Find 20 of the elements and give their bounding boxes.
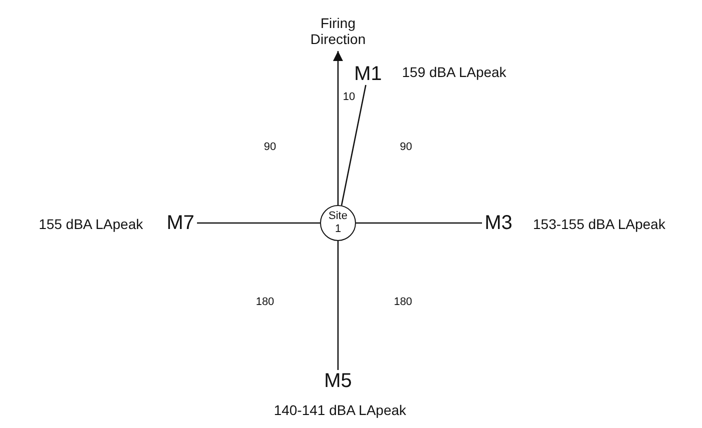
connector-line <box>337 241 339 370</box>
angle-label: 90 <box>400 141 412 153</box>
site-circle: Site 1 <box>320 205 356 241</box>
connector-line <box>340 84 366 206</box>
connector-line <box>356 222 482 224</box>
measurement-point-label: M3 <box>482 212 515 234</box>
measurement-point-label: M7 <box>164 212 197 234</box>
angle-label: 90 <box>264 141 276 153</box>
sound-level-label: 155 dBA LApeak <box>38 216 143 232</box>
connector-line <box>197 222 320 224</box>
sound-level-label: 140-141 dBA LApeak <box>274 402 406 418</box>
measurement-point-label: M5 <box>321 370 355 392</box>
sound-level-label: 159 dBA LApeak <box>402 64 506 80</box>
firing-direction-label: Firing Direction <box>298 11 378 51</box>
sound-level-label: 153-155 dBA LApeak <box>533 216 666 232</box>
measurement-point-label: M1 <box>353 63 383 85</box>
angle-label: 180 <box>256 296 274 308</box>
arrow <box>333 51 343 205</box>
angle-label: 10 <box>342 91 356 103</box>
angle-label: 180 <box>394 296 412 308</box>
